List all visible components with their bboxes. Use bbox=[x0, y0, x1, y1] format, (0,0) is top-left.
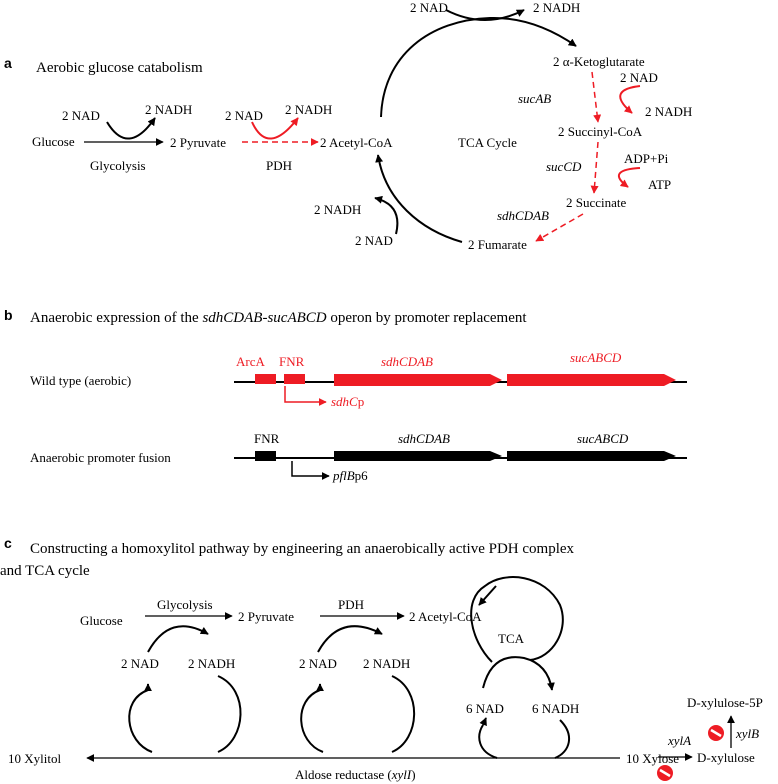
c-xylulose-5p: D-xylulose-5P bbox=[687, 695, 763, 710]
b-fnr-red-box bbox=[284, 374, 305, 384]
c-glucose: Glucose bbox=[80, 613, 123, 628]
c-glycolysis: Glycolysis bbox=[157, 597, 213, 612]
a-atp: ATP bbox=[648, 177, 671, 192]
a-nad-1: 2 NAD bbox=[62, 108, 100, 123]
b-sdhcdab-red: sdhCDAB bbox=[381, 354, 433, 369]
a-nadh-2: 2 NADH bbox=[285, 102, 332, 117]
c-xyla-block-icon bbox=[657, 765, 673, 781]
a-sucd-arrow bbox=[590, 141, 599, 194]
b-arca-box bbox=[255, 374, 276, 384]
panel-c-title-line2: and TCA cycle bbox=[0, 563, 90, 579]
a-nad-curve-left bbox=[374, 195, 399, 235]
c-pyruvate: 2 Pyruvate bbox=[238, 609, 294, 624]
a-adp-pi: ADP+Pi bbox=[624, 151, 669, 166]
c-tca-return-head bbox=[479, 717, 487, 727]
panel-c: c Constructing a homoxylitol pathway by … bbox=[0, 535, 763, 782]
c-xyla: xylA bbox=[667, 733, 691, 748]
a-nad-top: 2 NAD bbox=[410, 0, 448, 15]
a-acetyl-coa: 2 Acetyl-CoA bbox=[320, 135, 393, 150]
a-succinate: 2 Succinate bbox=[566, 195, 627, 210]
a-nad-curve-1 bbox=[106, 117, 156, 140]
b-sdhcdab-black: sdhCDAB bbox=[398, 431, 450, 446]
c-xylose: 10 Xylose bbox=[626, 751, 679, 766]
c-xylitol: 10 Xylitol bbox=[8, 751, 61, 766]
a-adp-curve bbox=[617, 167, 641, 188]
a-nad-2: 2 NAD bbox=[225, 108, 263, 123]
a-pyruvate: 2 Pyruvate bbox=[170, 135, 226, 150]
c-xylb-block-icon bbox=[708, 725, 724, 741]
c-tca-nad-curve bbox=[482, 656, 555, 691]
c-glyco-nad-curve bbox=[147, 625, 209, 653]
a-nadh-top: 2 NADH bbox=[533, 0, 580, 15]
c-nadh-1: 2 NADH bbox=[188, 656, 235, 671]
a-nadh-left: 2 NADH bbox=[314, 202, 361, 217]
b-fusion: Anaerobic promoter fusion bbox=[30, 450, 171, 465]
c-xylulose: D-xylulose bbox=[697, 750, 755, 765]
a-glucose: Glucose bbox=[32, 134, 75, 149]
c-tca: TCA bbox=[498, 631, 525, 646]
a-succinyl-coa: 2 Succinyl-CoA bbox=[558, 124, 643, 139]
b-sucabcd-black: sucABCD bbox=[577, 431, 629, 446]
panel-b: b Anaerobic expression of the sdhCDAB-su… bbox=[4, 307, 687, 483]
panel-a-title: Aerobic glucose catabolism bbox=[36, 60, 203, 76]
panel-a: a Aerobic glucose catabolism Glucose Gly… bbox=[4, 0, 692, 252]
panel-c-label: c bbox=[4, 535, 12, 551]
b-sdhcp-promoter bbox=[284, 386, 327, 406]
a-akg: 2 α-Ketoglutarate bbox=[553, 54, 645, 69]
b-sucabcd-red: sucABCD bbox=[570, 350, 622, 365]
b-fnr-red: FNR bbox=[279, 354, 305, 369]
a-nad-curve-2 bbox=[251, 117, 299, 140]
c-nad-1: 2 NAD bbox=[121, 656, 159, 671]
a-nad-curve-3 bbox=[619, 85, 641, 114]
b-sdhcdab-black-gene bbox=[334, 451, 502, 461]
panel-c-title-line1: Constructing a homoxylitol pathway by en… bbox=[30, 541, 575, 557]
b-sdhcp: sdhCp bbox=[331, 394, 364, 409]
panel-b-label: b bbox=[4, 307, 13, 323]
b-wild-type: Wild type (aerobic) bbox=[30, 373, 131, 388]
b-arca: ArcA bbox=[236, 354, 265, 369]
b-pflbp6: pflBp6 bbox=[332, 468, 368, 483]
b-fnr-black: FNR bbox=[254, 431, 280, 446]
c-tca-arrowhead bbox=[478, 585, 497, 606]
a-glycolysis: Glycolysis bbox=[90, 158, 146, 173]
b-sucabcd-red-gene bbox=[507, 374, 676, 386]
a-nad-curve-top bbox=[445, 9, 525, 21]
c-aldose-label: Aldose reductase (xylI) bbox=[295, 767, 416, 782]
a-nadh-3: 2 NADH bbox=[645, 104, 692, 119]
c-acetyl-coa: 2 Acetyl-CoA bbox=[409, 609, 482, 624]
c-xylb: xylB bbox=[735, 726, 759, 741]
c-pdh-nad-curve bbox=[317, 625, 383, 653]
a-nad-3: 2 NAD bbox=[620, 70, 658, 85]
c-tca-loop bbox=[470, 576, 564, 663]
b-sucabcd-black-gene bbox=[507, 451, 676, 461]
panel-b-title: Anaerobic expression of the sdhCDAB-sucA… bbox=[30, 310, 527, 326]
c-tca-return-arc bbox=[478, 719, 570, 759]
a-tca-cycle: TCA Cycle bbox=[458, 135, 517, 150]
a-sucab-arrow bbox=[591, 71, 602, 123]
a-sucab: sucAB bbox=[518, 91, 551, 106]
c-glyco-return-arc bbox=[128, 675, 242, 753]
a-nadh-1: 2 NADH bbox=[145, 102, 192, 117]
b-fnr-black-box bbox=[255, 451, 276, 461]
a-sucd: sucCD bbox=[546, 159, 582, 174]
a-pdh: PDH bbox=[266, 158, 292, 173]
a-nad-left: 2 NAD bbox=[355, 233, 393, 248]
c-nad-6: 6 NAD bbox=[466, 701, 504, 716]
c-nad-2: 2 NAD bbox=[299, 656, 337, 671]
b-sdhcdab-red-gene bbox=[334, 374, 502, 386]
c-pdh: PDH bbox=[338, 597, 364, 612]
a-tca-arc-bottom bbox=[375, 154, 463, 243]
c-pdh-return-arc bbox=[300, 675, 416, 753]
c-nadh-6: 6 NADH bbox=[532, 701, 579, 716]
a-sdh: sdhCDAB bbox=[497, 208, 549, 223]
b-pflbp6-promoter bbox=[291, 461, 330, 480]
c-nadh-2: 2 NADH bbox=[363, 656, 410, 671]
a-fumarate: 2 Fumarate bbox=[468, 237, 527, 252]
panel-a-label: a bbox=[4, 55, 12, 71]
a-sdh-arrow bbox=[535, 213, 584, 242]
